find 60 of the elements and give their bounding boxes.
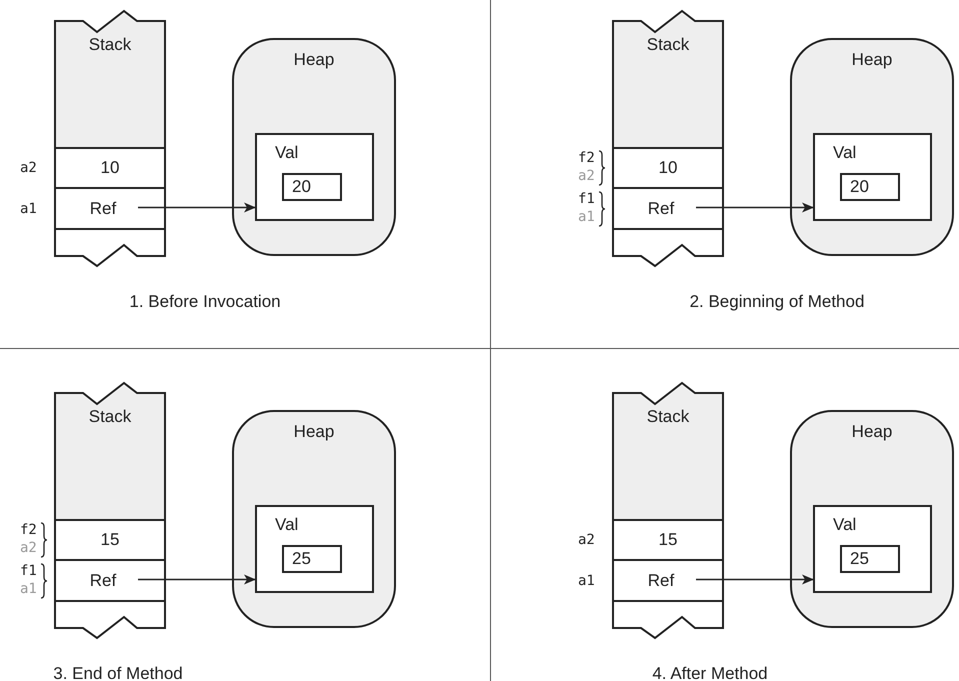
object-box	[813, 505, 932, 593]
value-box	[282, 545, 342, 573]
variable-label: f1	[20, 562, 37, 578]
stack-column	[55, 10, 165, 267]
variable-label: a2	[578, 168, 595, 184]
variable-label: f1	[578, 190, 595, 206]
variable-label: f2	[20, 522, 37, 538]
cell-value: Ref	[648, 570, 674, 590]
stack-label: Stack	[88, 35, 132, 55]
stack-column	[613, 10, 723, 267]
variable-label: f2	[578, 150, 595, 166]
variable-label: a2	[578, 532, 595, 548]
panel-caption: 3. End of Method	[53, 664, 183, 681]
panel-caption: 2. Beginning of Method	[690, 292, 864, 312]
field-value: 25	[850, 549, 869, 569]
arrow	[696, 202, 814, 212]
object-box	[813, 133, 932, 221]
arrow	[696, 574, 814, 584]
value-box	[840, 545, 900, 573]
variable-label: a1	[20, 200, 37, 216]
cell-value: Ref	[90, 570, 116, 590]
arrow	[138, 574, 256, 584]
variable-label: a1	[578, 208, 595, 224]
heap-label: Heap	[850, 422, 894, 442]
stack-column	[55, 382, 165, 639]
variable-label: a1	[20, 580, 37, 596]
field-value: 20	[850, 177, 869, 197]
heap-area	[232, 38, 396, 256]
value-box	[840, 173, 900, 201]
cell-value: 10	[100, 158, 120, 178]
object-label: Val	[275, 143, 298, 163]
cell-value: 10	[658, 158, 678, 178]
cell-value: 15	[100, 530, 120, 550]
arrow	[138, 202, 256, 212]
object-label: Val	[833, 515, 856, 535]
cell-value: Ref	[90, 198, 116, 218]
object-box	[255, 133, 374, 221]
stack-column	[613, 382, 723, 639]
heap-area	[232, 410, 396, 628]
variable-label: a1	[578, 572, 595, 588]
panel-caption: 1. Before Invocation	[129, 292, 281, 312]
variable-label: a2	[20, 540, 37, 556]
stack-label: Stack	[88, 407, 132, 427]
object-label: Val	[833, 143, 856, 163]
variable-label: a2	[20, 160, 37, 176]
cell-value: Ref	[648, 198, 674, 218]
object-box	[255, 505, 374, 593]
heap-label: Heap	[292, 50, 336, 70]
heap-area	[790, 410, 954, 628]
heap-area	[790, 38, 954, 256]
object-label: Val	[275, 515, 298, 535]
heap-label: Heap	[850, 50, 894, 70]
stack-label: Stack	[646, 407, 690, 427]
heap-label: Heap	[292, 422, 336, 442]
value-box	[282, 173, 342, 201]
stack-label: Stack	[646, 35, 690, 55]
panel-caption: 4. After Method	[652, 664, 768, 681]
field-value: 20	[292, 177, 311, 197]
field-value: 25	[292, 549, 311, 569]
cell-value: 15	[658, 530, 678, 550]
